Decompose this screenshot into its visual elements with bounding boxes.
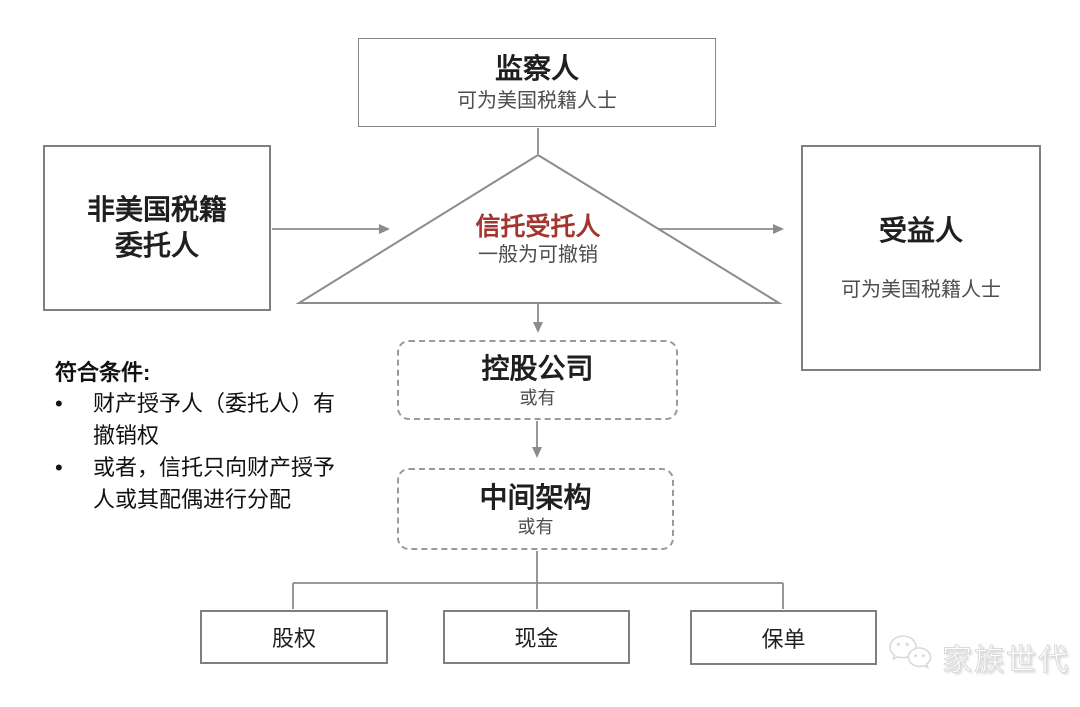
intermediate-subtitle: 或有: [517, 516, 554, 537]
asset-label-policy: 保单: [761, 626, 806, 652]
asset-box-equity: 股权: [200, 610, 388, 664]
beneficiary-subtitle: 可为美国税籍人士: [841, 279, 1001, 302]
settlor-title-line2: 委托人: [114, 230, 199, 261]
asset-label-equity: 股权: [271, 626, 316, 651]
trustee-label-group: 信托受托人 一般为可撤销: [428, 212, 648, 268]
conditions-block: 符合条件: • 财产授予人（委托人）有撤销权 • 或者，信托只向财产授予人或其配…: [55, 358, 385, 516]
wechat-bubbles-icon: [886, 632, 934, 681]
holding-company-box: 控股公司 或有: [397, 340, 678, 420]
beneficiary-box: 受益人 可为美国税籍人士: [801, 145, 1041, 371]
watermark-logo: 家族世代: [886, 632, 1070, 681]
condition-text-2: 或者，信托只向财产授予人或其配偶进行分配: [93, 454, 336, 512]
asset-box-cash: 现金: [443, 610, 630, 664]
settlor-title-line1: 非美国税籍: [86, 193, 227, 225]
intermediate-title: 中间架构: [479, 481, 592, 513]
supervisor-title: 监察人: [494, 53, 579, 85]
settlor-box: 非美国税籍 委托人: [43, 145, 271, 311]
holding-subtitle: 或有: [519, 387, 556, 408]
asset-box-policy: 保单: [690, 610, 877, 665]
conditions-heading: 符合条件:: [55, 360, 151, 385]
condition-item: • 财产授予人（委托人）有撤销权: [55, 388, 385, 452]
beneficiary-title: 受益人: [878, 214, 963, 246]
supervisor-subtitle: 可为美国税籍人士: [457, 89, 617, 112]
holding-title: 控股公司: [481, 352, 594, 384]
asset-label-cash: 现金: [514, 626, 559, 651]
trustee-title: 信托受托人: [475, 213, 601, 241]
bullet-glyph: •: [55, 390, 63, 416]
intermediate-structure-box: 中间架构 或有: [397, 468, 674, 550]
condition-item: • 或者，信托只向财产授予人或其配偶进行分配: [55, 452, 385, 516]
trustee-subtitle: 一般为可撤销: [478, 244, 598, 266]
watermark-text: 家族世代: [942, 643, 1070, 677]
bullet-glyph: •: [55, 454, 63, 480]
condition-text-1: 财产授予人（委托人）有撤销权: [93, 390, 336, 448]
supervisor-box: 监察人 可为美国税籍人士: [358, 38, 716, 127]
